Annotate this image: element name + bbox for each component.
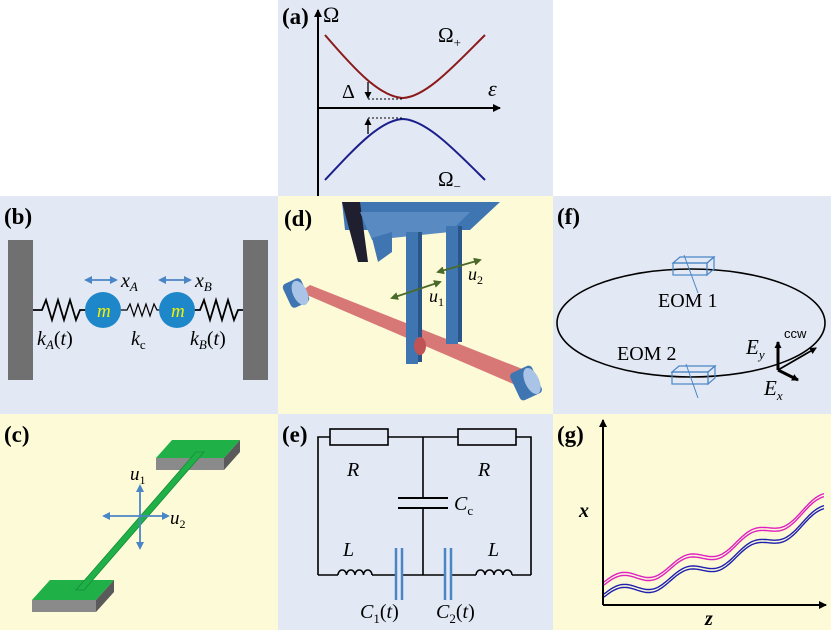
panel-d-cantilever-2 <box>446 226 458 344</box>
panel-c-tag: (c) <box>4 422 30 447</box>
panel-c: (c) u1 u2 <box>0 414 278 630</box>
panel-e-inductor-left-label: L <box>342 539 354 561</box>
panel-d-cantilever-2-side <box>458 226 462 342</box>
panel-b-right-wall <box>243 240 268 380</box>
panel-f: (f) EOM 1 EOM 2 Ey Ex ccw <box>553 196 831 414</box>
panel-e: (e) R R Cc <box>278 414 553 630</box>
panel-g-background <box>553 414 831 630</box>
panel-c-top-pad-side <box>224 440 240 470</box>
panel-g-y-axis-label: x <box>578 500 589 522</box>
panel-f-eom-2 <box>670 363 717 399</box>
panel-a-gap-label: Δ <box>342 81 355 103</box>
panel-c-bottom-pad-top <box>32 580 114 600</box>
panel-c-bottom-pad-side <box>96 580 114 612</box>
panel-d-mode-2-arrow <box>436 257 482 275</box>
panel-c-top-pad-top <box>156 440 240 458</box>
panel-g-blue-curve-line-2 <box>603 508 825 598</box>
panel-e-resistor-right <box>457 428 517 446</box>
panel-b-spring-coupling <box>121 302 160 318</box>
panel-a: (a) Ω ε Ω+ Ω− Δ <box>278 0 553 196</box>
panel-d-right-collimator <box>510 365 542 401</box>
panel-g: (g) x z <box>553 414 831 630</box>
panel-g-curves <box>603 493 825 598</box>
panel-e-resistor-left-label: R <box>346 459 359 481</box>
panel-b-mass-a-label: m <box>97 301 111 322</box>
panel-b-mass-b-label: m <box>171 301 185 322</box>
panel-a-tag: (a) <box>282 4 309 29</box>
panel-f-eom-1 <box>671 254 716 294</box>
panel-g-x-axis-label: z <box>704 608 713 630</box>
panel-e-resistor-left <box>329 428 389 446</box>
panel-f-field-x-arrow <box>777 368 799 382</box>
panel-b: (b) m m xA xB kA(t) kc kB(t) <box>0 196 278 414</box>
panel-f-eom-1-label: EOM 1 <box>658 290 717 312</box>
panel-d-support-dark <box>342 202 368 262</box>
panel-e-wires <box>317 436 532 576</box>
panel-b-left-wall <box>8 240 33 380</box>
panel-a-background <box>278 0 553 196</box>
panel-f-direction-label: ccw <box>784 326 807 341</box>
panel-d-support-face <box>360 212 470 240</box>
panel-d-support-foot <box>372 232 392 262</box>
panel-a-y-axis-label: Ω <box>323 2 339 27</box>
panel-e-inductor-right-label: L <box>487 539 499 561</box>
panel-g-pink-curve-line-1 <box>603 493 825 583</box>
panel-b-mass-b <box>159 292 195 328</box>
panel-e-inductor-right <box>475 569 513 576</box>
panel-b-spring-right <box>194 296 243 324</box>
panel-f-direction-arrow <box>777 347 817 371</box>
panel-d: (d) u1 u2 <box>278 196 553 414</box>
panel-b-spring-a-label: kA(t) <box>37 328 73 352</box>
panel-g-pink-curve-line-2 <box>603 496 825 586</box>
panel-e-cap-1-label: C1(t) <box>360 601 399 626</box>
panel-d-mode-1-arrow <box>390 280 442 300</box>
panel-b-spring-left <box>33 296 86 324</box>
panel-g-tag: (g) <box>557 422 584 447</box>
panel-e-background <box>278 414 553 630</box>
panel-e-resistor-right-label: R <box>477 459 490 481</box>
panel-b-tag: (b) <box>4 204 32 229</box>
panel-b-background <box>0 196 278 414</box>
panel-a-x-axis-label: ε <box>488 76 497 101</box>
panel-g-blue-curve-line-1 <box>603 505 825 595</box>
panel-a-upper-branch <box>324 34 486 100</box>
panel-b-spring-b-label: kB(t) <box>190 328 226 352</box>
panel-c-bottom-pad-front <box>32 600 96 612</box>
panel-e-tag: (e) <box>282 422 308 447</box>
panel-f-eom-2-label: EOM 2 <box>617 343 676 365</box>
panel-d-left-collimator <box>282 278 310 308</box>
panel-f-tag: (f) <box>557 204 580 229</box>
panel-e-inductor-left <box>337 569 373 576</box>
panel-e-cap-2-label: C2(t) <box>436 601 475 626</box>
panel-b-mass-a <box>85 292 121 328</box>
panel-d-tag: (d) <box>284 206 312 231</box>
panel-d-laser-spot <box>414 337 426 355</box>
panel-a-lower-branch <box>324 117 486 181</box>
